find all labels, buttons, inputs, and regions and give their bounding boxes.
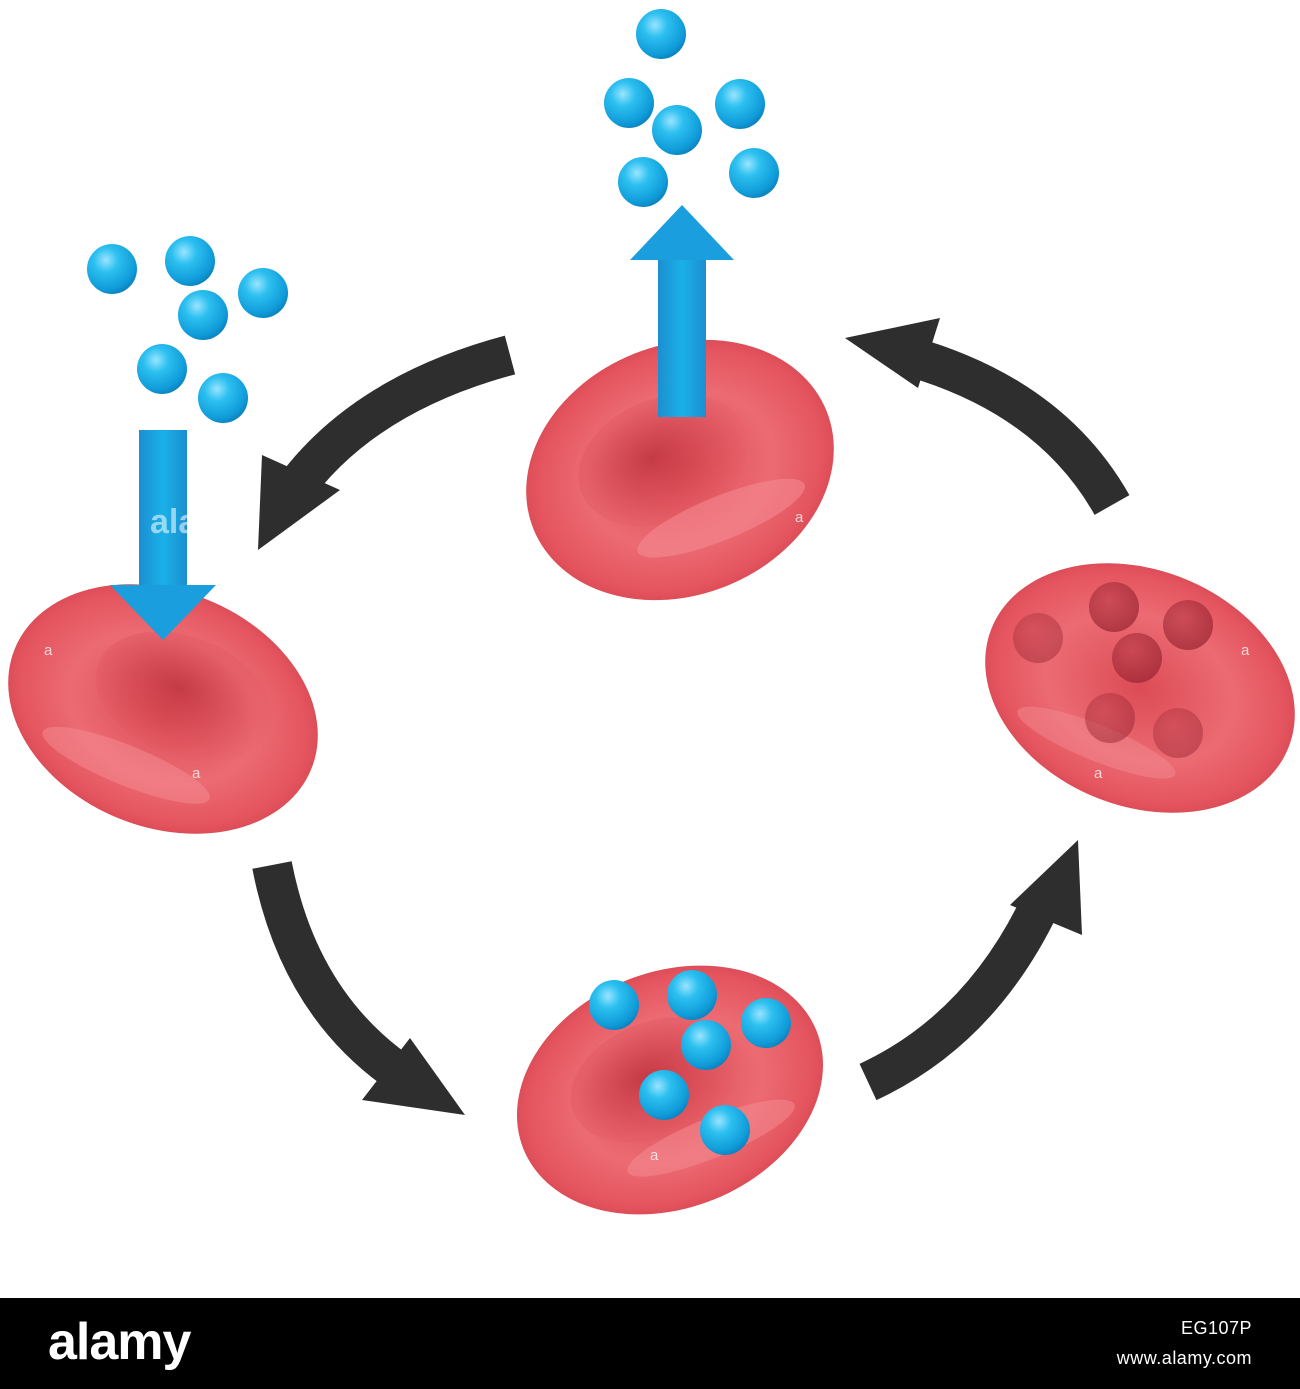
oxygen-molecule-icon — [238, 268, 288, 318]
red-blood-cell-right — [985, 563, 1295, 813]
oxygen-molecule-icon — [618, 157, 668, 207]
cycle-arrow-icon — [899, 335, 1130, 516]
oxygen-molecule-icon — [715, 79, 765, 129]
watermark-letter: a — [192, 765, 201, 782]
oxygen-molecule-icon — [1013, 613, 1063, 663]
site-url: www.alamy.com — [1116, 1348, 1252, 1368]
incoming-oxygen-molecules — [87, 236, 288, 423]
red-blood-cell-icon — [985, 563, 1295, 813]
cycle-arrow-top-right — [845, 318, 1130, 516]
watermark-letter: a — [44, 642, 53, 659]
cycle-arrow-top-left — [258, 335, 516, 550]
oxygen-molecule-icon — [741, 998, 791, 1048]
oxygen-molecule-icon — [589, 980, 639, 1030]
bound-oxygen-molecules — [1013, 582, 1213, 758]
release-arrow — [630, 205, 734, 417]
red-blood-cell-left — [8, 584, 318, 834]
oxygen-molecule-icon — [1089, 582, 1139, 632]
red-blood-cell-top — [526, 339, 834, 601]
cycle-arrow-bottom-right — [859, 840, 1082, 1101]
oxygen-molecule-icon — [137, 344, 187, 394]
oxygen-molecule-icon — [636, 9, 686, 59]
up-arrow-icon — [658, 255, 706, 417]
oxygen-molecule-icon — [178, 290, 228, 340]
oxygen-molecule-icon — [681, 1020, 731, 1070]
oxygen-transport-cycle-diagram: alamy a a a a a a — [8, 9, 1295, 1215]
oxygen-molecule-icon — [700, 1105, 750, 1155]
oxygen-molecule-icon — [165, 236, 215, 286]
watermark-word: alamy — [150, 503, 246, 541]
watermark: alamy a a a a a a — [44, 503, 1250, 1164]
oxygen-molecule-icon — [1112, 633, 1162, 683]
oxygen-molecule-icon — [639, 1070, 689, 1120]
down-arrow-icon — [139, 430, 187, 590]
binding-oxygen-molecules — [589, 970, 791, 1155]
oxygen-molecule-icon — [1085, 693, 1135, 743]
oxygen-molecule-icon — [1153, 708, 1203, 758]
watermark-letter: a — [795, 509, 804, 526]
footer-bar: alamy EG107P www.alamy.com — [0, 1298, 1300, 1389]
cycle-arrow-icon — [252, 861, 421, 1097]
released-oxygen-molecules — [604, 9, 779, 207]
cycle-arrow-icon — [859, 896, 1059, 1101]
oxygen-molecule-icon — [729, 148, 779, 198]
oxygen-molecule-icon — [667, 970, 717, 1020]
image-id: EG107P — [1180, 1318, 1252, 1338]
oxygen-molecule-icon — [198, 373, 248, 423]
oxygen-molecule-icon — [604, 78, 654, 128]
watermark-letter: a — [650, 1147, 659, 1164]
cycle-arrow-icon — [273, 335, 516, 507]
oxygen-molecule-icon — [1163, 600, 1213, 650]
watermark-letter: a — [1094, 765, 1103, 782]
alamy-logo: alamy — [48, 1313, 191, 1371]
uptake-arrow — [110, 430, 216, 640]
oxygen-molecule-icon — [652, 105, 702, 155]
oxygen-molecule-icon — [87, 244, 137, 294]
watermark-letter: a — [1241, 642, 1250, 659]
cycle-arrow-bottom-left — [252, 861, 465, 1115]
